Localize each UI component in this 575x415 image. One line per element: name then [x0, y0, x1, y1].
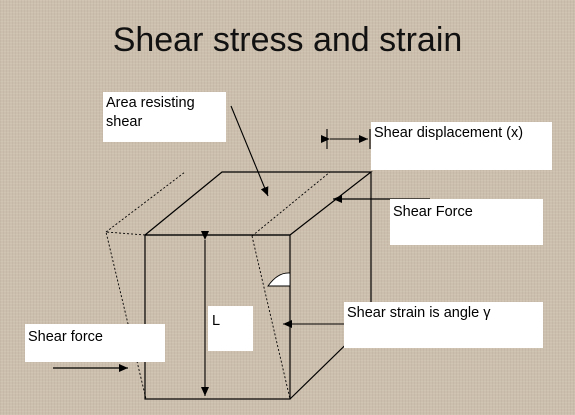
shear-force-top-label: Shear Force [390, 199, 543, 245]
area-pointer-arrow [230, 105, 269, 197]
shear-strain-label: Shear strain is angle γ [344, 302, 543, 348]
area-resisting-shear-label: Area resisting shear [103, 92, 226, 142]
height-label: L [208, 306, 253, 351]
displaced-top-edge [105, 171, 186, 233]
displaced-top-mid-edge [251, 171, 331, 237]
block-top-face [144, 171, 373, 236]
displaced-front-edge [251, 235, 291, 400]
shear-force-left-label: Shear force [25, 324, 165, 362]
area-label-line2: shear [106, 114, 143, 130]
slide-title: Shear stress and strain [112, 21, 463, 59]
shear-displacement-label: Shear displacement (x) [371, 122, 552, 170]
area-label-line1: Area resisting [106, 95, 195, 111]
block-front-face [144, 234, 291, 400]
displaced-face-outline [105, 231, 147, 400]
strain-angle-marker [267, 272, 291, 287]
